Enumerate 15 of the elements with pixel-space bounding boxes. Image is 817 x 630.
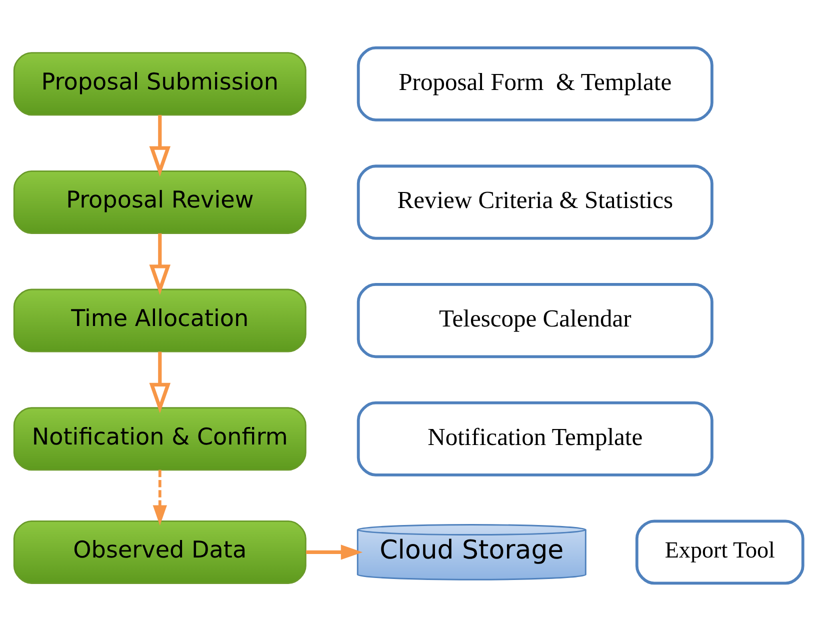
arrow — [149, 114, 171, 176]
arrow — [149, 232, 171, 294]
node-box: Notification Template — [356, 400, 714, 476]
node-box: Proposal Submission — [13, 52, 306, 116]
arrow — [306, 544, 363, 560]
node-box: Proposal Form & Template — [356, 46, 714, 121]
node-box: Observed Data — [13, 520, 306, 584]
node-box: Proposal Review — [13, 170, 306, 234]
node-box: Time Allocation — [13, 288, 306, 352]
node-box: Review Criteria & Statistics — [356, 164, 714, 240]
node-box: Telescope Calendar — [356, 282, 714, 358]
arrow — [149, 351, 171, 413]
arrow — [152, 469, 167, 525]
node-box: Notification & Confirm — [13, 406, 306, 470]
node-box: Export Tool — [635, 519, 804, 584]
